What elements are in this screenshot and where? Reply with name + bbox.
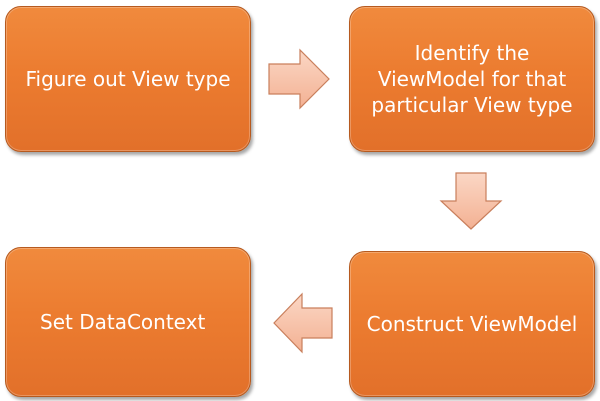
step-label: Identify the ViewModel for that particul… bbox=[371, 41, 573, 117]
step-box-identify-viewmodel: Identify the ViewModel for that particul… bbox=[349, 6, 595, 152]
down-arrow-icon bbox=[439, 172, 503, 230]
step-box-figure-out-view-type: Figure out View type bbox=[5, 6, 251, 152]
step-label: Set DataContext bbox=[40, 310, 206, 334]
left-arrow-icon bbox=[273, 292, 333, 354]
right-arrow-icon bbox=[268, 48, 330, 110]
step-box-set-datacontext: Set DataContext bbox=[5, 247, 251, 397]
step-box-construct-viewmodel: Construct ViewModel bbox=[349, 251, 595, 397]
step-label: Figure out View type bbox=[25, 67, 231, 91]
step-label: Construct ViewModel bbox=[366, 312, 578, 336]
